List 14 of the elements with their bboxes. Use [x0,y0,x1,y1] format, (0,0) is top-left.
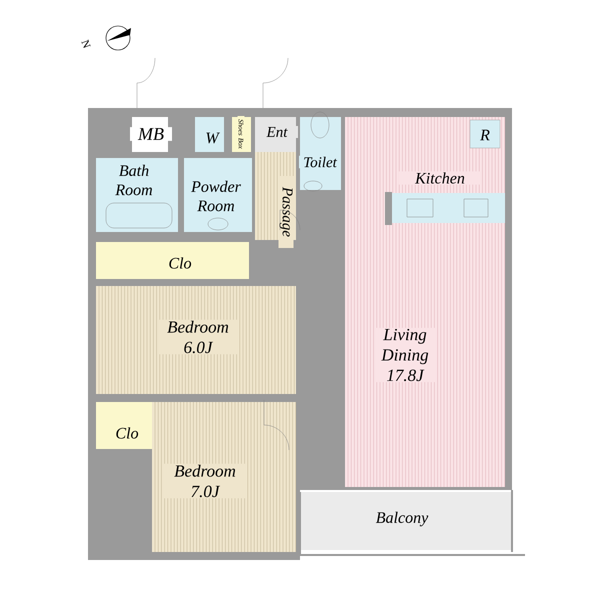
room: Clo [96,402,152,449]
room: Bedroom 6.0J [96,286,296,394]
room: Balcony [300,492,512,550]
room: Toilet [299,117,341,190]
room: Clo [96,242,249,279]
room: R [470,120,500,148]
compass-letter: N [81,39,91,48]
room: MB [130,117,172,152]
room: Powder Room [184,158,252,232]
room: Bath Room [96,158,178,232]
room: W [195,117,224,152]
room: Passage [255,152,296,248]
room: Bedroom 7.0J [152,402,296,552]
room: Ent [255,117,298,152]
